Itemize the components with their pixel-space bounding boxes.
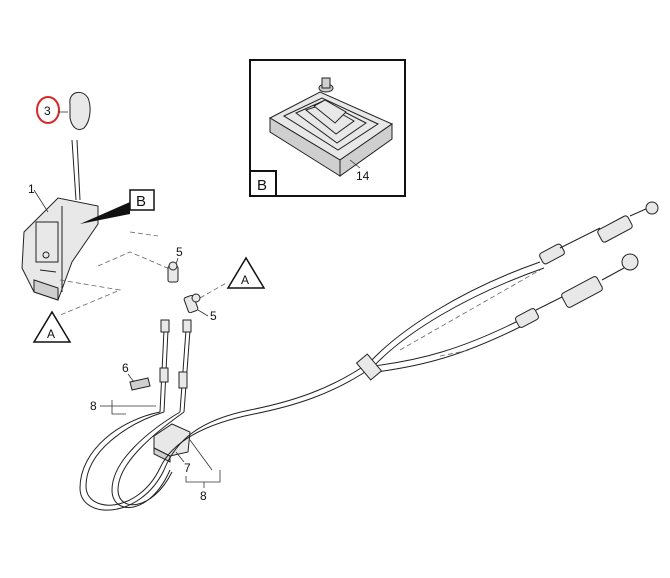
callout-6: 6	[122, 361, 129, 375]
callout-1: 1	[28, 182, 35, 196]
callout-8a: 8	[90, 399, 97, 413]
callout-5a: 5	[176, 245, 183, 259]
callout-5b: 5	[210, 309, 217, 323]
callout-14: 14	[356, 169, 370, 183]
callout-7: 7	[184, 461, 191, 475]
shift-lever	[71, 139, 81, 201]
ref-a-lower: A	[32, 310, 72, 343]
ref-a-upper: A	[226, 256, 266, 289]
ball-joint-upper	[167, 261, 179, 283]
cable-bracket	[153, 423, 191, 463]
ball-joint-lower	[183, 293, 201, 314]
callout-3: 3	[44, 104, 51, 118]
detail-b-label: B	[257, 177, 267, 194]
callout-3-highlight	[36, 96, 60, 124]
cable-ends	[159, 319, 192, 413]
gear-knob	[69, 91, 91, 131]
ref-a-upper-label: A	[241, 273, 249, 287]
ref-b-flag: B	[80, 189, 155, 224]
cable-end-upper	[539, 201, 659, 265]
detail-box-b: B 14	[249, 59, 406, 197]
clip	[129, 377, 151, 391]
rubber-boot	[268, 77, 394, 177]
callout-8b: 8	[200, 489, 207, 503]
cable-end-lower	[515, 253, 639, 328]
ref-b-label: B	[136, 193, 146, 210]
shifter-housing	[21, 197, 99, 301]
shift-cables	[79, 261, 545, 511]
ref-a-lower-label: A	[47, 327, 55, 341]
